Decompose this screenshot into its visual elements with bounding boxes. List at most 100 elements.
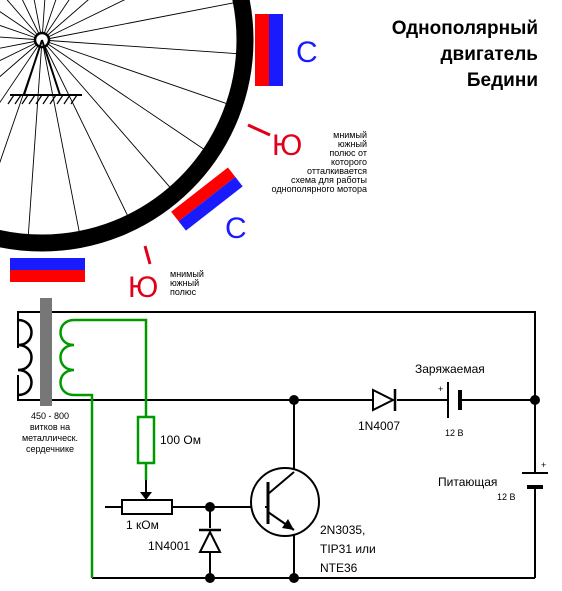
transistor-npn: 2N3035, TIP31 или NTE36 — [250, 467, 376, 575]
wheel-spokes — [0, 0, 238, 236]
wheel-spoke — [41, 39, 228, 105]
ground-hatch-line — [21, 94, 29, 105]
stand-leg-right — [41, 39, 61, 96]
transistor-label-line: NTE36 — [320, 561, 358, 575]
note-line: полюс от — [329, 148, 367, 158]
diagram-title: Однополярный двигатель Бедини — [392, 18, 538, 91]
coil-note-line: витков на — [30, 422, 70, 432]
ground-hatch-line — [63, 94, 71, 105]
note-line: отталкивается — [307, 166, 367, 176]
wheel — [0, 0, 254, 252]
wheel-spoke — [41, 0, 126, 41]
note-line: мнимый — [170, 269, 204, 279]
note-line: мнимый — [333, 130, 367, 140]
transistor-collector — [267, 471, 295, 495]
wheel-spoke — [41, 39, 171, 189]
wheel-spoke — [41, 39, 129, 217]
ground-hatch-line — [42, 94, 50, 105]
wheel-spoke — [27, 39, 43, 236]
note-line: которого — [331, 157, 367, 167]
wheel-spoke — [41, 0, 70, 41]
note-line: южный — [338, 139, 367, 149]
wheel-spoke — [21, 0, 43, 41]
wheel-rim — [0, 0, 254, 252]
title-line-2: двигатель — [440, 44, 538, 65]
imaginary-pole-pointer-bottom — [143, 245, 152, 265]
battery-charge: + Заряжаемая 12 В — [415, 362, 485, 438]
supply-voltage-label: 12 В — [497, 492, 516, 502]
wheel-spoke — [41, 39, 238, 55]
title-line-1: Однополярный — [392, 18, 538, 39]
wheel-spoke — [0, 39, 43, 61]
pole-label-yu-bottom: Ю — [128, 271, 158, 304]
note-yu-bottom: мнимый южный полюс — [170, 269, 204, 297]
wheel-spoke — [41, 39, 80, 233]
coil-winding-trigger — [59, 318, 75, 397]
junction-dot — [205, 502, 215, 512]
wheel-spoke — [0, 39, 43, 78]
coil-core — [40, 298, 52, 406]
ground-hatch-line — [70, 94, 78, 105]
magnet-north-pole — [171, 167, 236, 222]
coil-note-line: сердечнике — [26, 444, 74, 454]
ground-hatch — [7, 94, 78, 105]
transistor-label-line: 2N3035, — [320, 523, 365, 537]
wheel-spoke — [41, 0, 89, 41]
battery-plus: + — [438, 384, 443, 394]
resistor-100-label: 100 Ом — [160, 433, 201, 447]
title-line-3: Бедини — [467, 70, 538, 91]
pole-label-yu-top: Ю — [272, 129, 302, 162]
junction-dot — [289, 395, 299, 405]
wire-top-rail — [17, 311, 536, 400]
ground-hatch-line — [35, 94, 43, 105]
junction-dot — [530, 395, 540, 405]
wire-trigger-top — [74, 318, 148, 417]
wheel-spoke — [0, 39, 43, 104]
charge-battery-label: Заряжаемая — [415, 362, 485, 376]
ground-hatch-line — [56, 94, 64, 105]
coil: 450 - 800 витков на металлическ. сердечн… — [17, 298, 78, 454]
transistor-emitter-arrow — [282, 519, 294, 530]
battery-supply: + Питающая 12 В — [438, 460, 548, 502]
diode-1n4001-label: 1N4001 — [148, 539, 190, 553]
junction-dot — [205, 573, 215, 583]
magnet-middle — [171, 167, 243, 231]
magnet-north-pole — [10, 270, 85, 282]
note-line: схема для работы — [291, 175, 367, 185]
magnet-bottom — [10, 258, 85, 282]
imaginary-pole-pointer-top — [247, 123, 271, 137]
resistor-100-ohm — [136, 415, 156, 465]
wheel-spoke — [0, 11, 43, 41]
note-line: однополярного мотора — [272, 184, 367, 194]
magnet-south-pole — [269, 14, 283, 86]
wheel-spoke — [6, 0, 43, 41]
magnet-south-pole — [10, 258, 85, 270]
transistor-label-line: TIP31 или — [320, 542, 376, 556]
pot-label: 1 кОм — [126, 518, 159, 532]
diode-triangle — [372, 388, 396, 412]
note-line: южный — [170, 278, 199, 288]
diode-1n4001: 1N4001 — [148, 528, 222, 553]
coil-winding-primary — [17, 318, 33, 397]
magnet-top — [255, 14, 283, 86]
ground-hatch-line — [28, 94, 36, 105]
supply-battery-label: Питающая — [438, 475, 497, 489]
pole-label-c-middle: С — [225, 212, 247, 245]
circuit-wires — [17, 311, 536, 579]
ground-hatch-line — [49, 94, 57, 105]
wheel-spoke — [0, 36, 43, 41]
note-yu-top: мнимый южный полюс от которого отталкива… — [272, 130, 368, 194]
wheel-spoke — [41, 0, 57, 41]
trigger-wires — [74, 318, 148, 578]
note-line: полюс — [170, 287, 197, 297]
wheel-spoke — [41, 39, 205, 151]
wire-middle-rail-left — [17, 375, 373, 401]
wheel-spoke — [41, 2, 235, 41]
coil-note-line: 450 - 800 — [31, 411, 69, 421]
potentiometer-1k: 1 кОм — [121, 480, 173, 532]
wheel-spoke — [0, 25, 43, 41]
pole-label-c-top: С — [296, 36, 318, 69]
diode-1n4007: 1N4007 — [358, 388, 400, 433]
ground-hatch-line — [7, 94, 15, 105]
